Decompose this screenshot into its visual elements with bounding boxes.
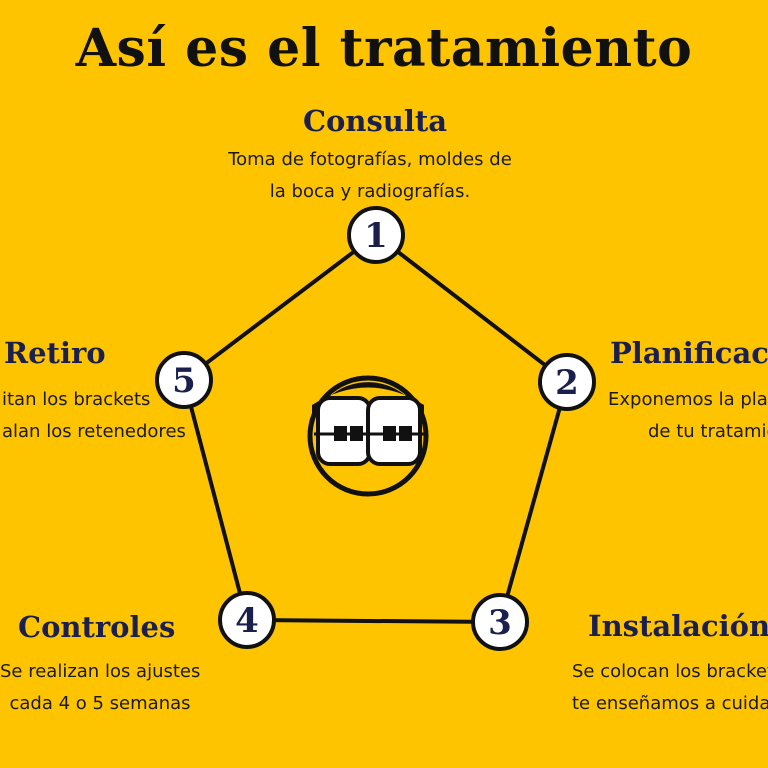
step-5-desc: itan los brackets alan los retenedores: [2, 384, 186, 448]
step-1-desc-line-2: la boca y radiografías.: [269, 181, 471, 202]
pentagon-outline: [181, 232, 570, 625]
step-3-desc-line-2: te enseñamos a cuidar: [572, 693, 768, 714]
step-5-desc-line-2: alan los retenedores: [2, 421, 186, 442]
page-title: Así es el tratamiento: [75, 18, 693, 79]
step-node-4: 4: [218, 591, 276, 649]
step-number-2: 2: [555, 363, 579, 403]
step-4-desc: Se realizan los ajustes cada 4 o 5 seman…: [0, 656, 200, 720]
step-1-desc-line-1: Toma de fotografías, moldes de: [228, 149, 512, 170]
step-2-desc-line-2: de tu tratamie: [648, 421, 768, 442]
step-2-desc-line-1: Exponemos la plani: [608, 389, 768, 410]
step-number-4: 4: [235, 601, 259, 641]
step-4-desc-line-2: cada 4 o 5 semanas: [9, 693, 191, 714]
step-4-title: Controles: [18, 610, 176, 644]
step-number-5: 5: [172, 361, 196, 401]
step-3-title: Instalación: [588, 609, 768, 643]
step-node-5: 5: [155, 351, 213, 409]
step-number-1: 1: [364, 216, 388, 256]
step-4-desc-line-1: Se realizan los ajustes: [0, 661, 201, 682]
step-2-desc: Exponemos la plani de tu tratamie: [608, 384, 768, 448]
step-5-desc-line-1: itan los brackets: [2, 389, 151, 410]
step-1-title: Consulta: [302, 104, 448, 138]
step-3-desc-line-1: Se colocan los bracket: [572, 661, 768, 682]
step-5-title: Retiro: [4, 336, 106, 370]
step-node-2: 2: [538, 353, 596, 411]
teeth-with-braces-icon: [307, 375, 429, 497]
step-number-3: 3: [488, 603, 512, 643]
step-2-title: Planificac: [610, 336, 768, 370]
step-node-1: 1: [347, 206, 405, 264]
step-1-desc: Toma de fotografías, moldes de la boca y…: [170, 144, 570, 208]
step-node-3: 3: [471, 593, 529, 651]
step-3-desc: Se colocan los bracket te enseñamos a cu…: [572, 656, 768, 720]
